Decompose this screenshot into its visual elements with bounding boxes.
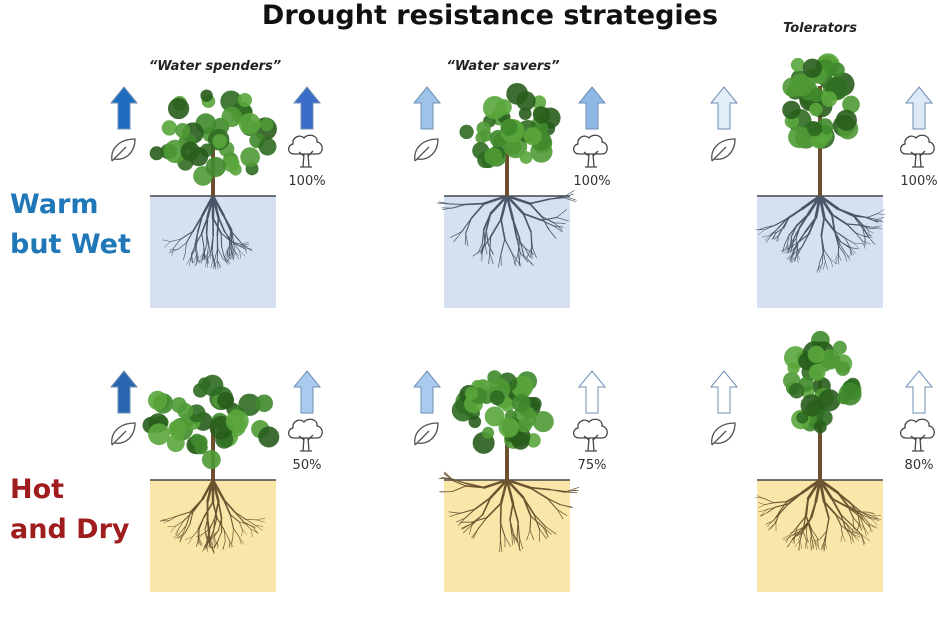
leaf-arrow-icon — [710, 370, 738, 414]
tree-illustration — [150, 89, 277, 196]
tree-icon — [898, 416, 938, 452]
growth-arrow-icon — [905, 86, 933, 130]
tree-icon — [898, 132, 938, 168]
tree-icon — [286, 416, 326, 452]
growth-percent: 100% — [894, 174, 938, 189]
growth-arrow-icon — [293, 370, 321, 414]
row-label-warm-wet: Warm but Wet — [10, 185, 131, 265]
tree-icon — [286, 132, 326, 168]
strategy-label-water-savers: “Water savers” — [403, 59, 603, 74]
growth-percent: 100% — [282, 174, 332, 189]
growth-arrow-icon — [578, 86, 606, 130]
leaf-arrow-icon — [413, 86, 441, 130]
tree-with-roots — [720, 36, 920, 336]
strategy-label-tolerators: Tolerators — [720, 21, 920, 36]
leaf-arrow-icon — [110, 370, 138, 414]
roots — [755, 196, 884, 273]
leaf-icon — [108, 136, 138, 164]
roots — [439, 472, 579, 552]
leaf-arrow-icon — [413, 370, 441, 414]
tree-illustration — [783, 331, 861, 480]
tree-illustration — [143, 375, 280, 480]
tree-icon — [571, 416, 611, 452]
growth-arrow-icon — [293, 86, 321, 130]
leaf-icon — [708, 136, 738, 164]
growth-percent: 75% — [567, 458, 617, 473]
strategy-label-water-spenders: “Water spenders” — [115, 59, 315, 74]
growth-percent: 80% — [894, 458, 938, 473]
leaf-icon — [411, 420, 441, 448]
roots — [756, 480, 882, 551]
row-label-line: Warm — [10, 185, 131, 225]
tree-with-roots — [720, 320, 920, 620]
leaf-icon — [108, 420, 138, 448]
row-label-line: Hot — [10, 470, 130, 510]
tree-illustration — [782, 53, 860, 196]
roots — [437, 190, 576, 267]
roots — [162, 196, 252, 269]
leaf-icon — [411, 136, 441, 164]
tree-icon — [571, 132, 611, 168]
leaf-arrow-icon — [110, 86, 138, 130]
growth-percent: 100% — [567, 174, 617, 189]
row-label-line: but Wet — [10, 225, 131, 265]
growth-arrow-icon — [905, 370, 933, 414]
row-label-line: and Dry — [10, 510, 130, 550]
leaf-icon — [708, 420, 738, 448]
tree-illustration — [452, 370, 554, 480]
growth-arrow-icon — [578, 370, 606, 414]
roots — [160, 480, 265, 554]
leaf-arrow-icon — [710, 86, 738, 130]
growth-percent: 50% — [282, 458, 332, 473]
row-label-hot-dry: Hot and Dry — [10, 470, 130, 550]
tree-illustration — [459, 83, 560, 196]
